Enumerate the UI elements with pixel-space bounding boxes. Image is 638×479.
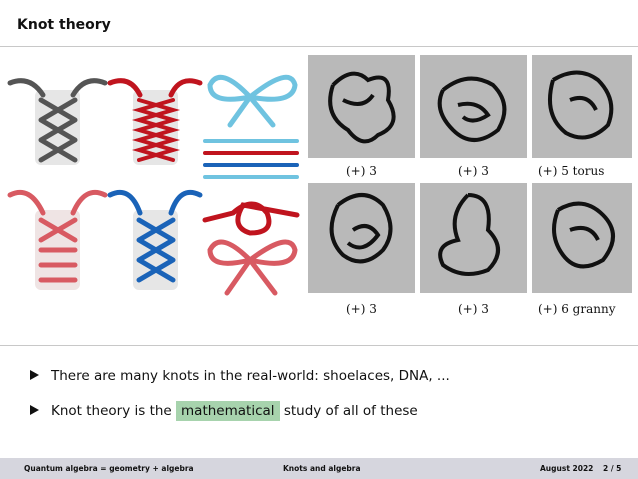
bullet-item-1: There are many knots in the real-world: … — [30, 368, 450, 384]
title-divider — [0, 46, 638, 47]
dna-caption-2: (+) 3 — [458, 164, 489, 178]
lightblue-bow-icon — [207, 74, 298, 128]
dna-knots-figure: (+) 3 (+) 3 (+) 5 torus (+) 3 (+) 3 (+) … — [308, 55, 632, 316]
straight-laces-icon — [203, 139, 299, 179]
striped-shoelace-icon — [7, 189, 108, 290]
bullet-triangle-icon — [30, 405, 39, 415]
striped-bow-icon — [207, 239, 298, 296]
dna-caption-1: (+) 3 — [346, 164, 377, 178]
bullet-text-1: There are many knots in the real-world: … — [51, 368, 450, 384]
bullet-item-2: Knot theory is the mathematical study of… — [30, 401, 418, 421]
red-knot-icon — [202, 201, 300, 236]
footer-bar: Quantum algebra = geometry + algebra Kno… — [0, 458, 638, 479]
slide-title: Knot theory — [17, 17, 111, 33]
footer-talk-title: Quantum algebra = geometry + algebra — [24, 464, 194, 473]
gray-shoelace-icon — [7, 78, 108, 165]
blue-shoelace-icon — [107, 189, 203, 290]
content-divider — [0, 345, 638, 346]
red-shoelace-icon — [107, 78, 203, 165]
highlighted-word: mathematical — [176, 401, 280, 421]
bullet-text-2-pre: Knot theory is the — [51, 403, 177, 419]
dna-caption-6: (+) 6 granny — [538, 302, 616, 316]
dna-caption-4: (+) 3 — [346, 302, 377, 316]
footer-date: August 2022 — [540, 464, 594, 473]
dna-caption-5: (+) 3 — [458, 302, 489, 316]
footer-section: Knots and algebra — [283, 464, 361, 473]
footer-page-number: 2 / 5 — [603, 464, 622, 473]
dna-caption-3: (+) 5 torus — [538, 164, 604, 178]
bullet-text-2-post: study of all of these — [279, 403, 418, 419]
shoelace-illustrations — [7, 74, 300, 296]
bullet-triangle-icon — [30, 370, 39, 380]
